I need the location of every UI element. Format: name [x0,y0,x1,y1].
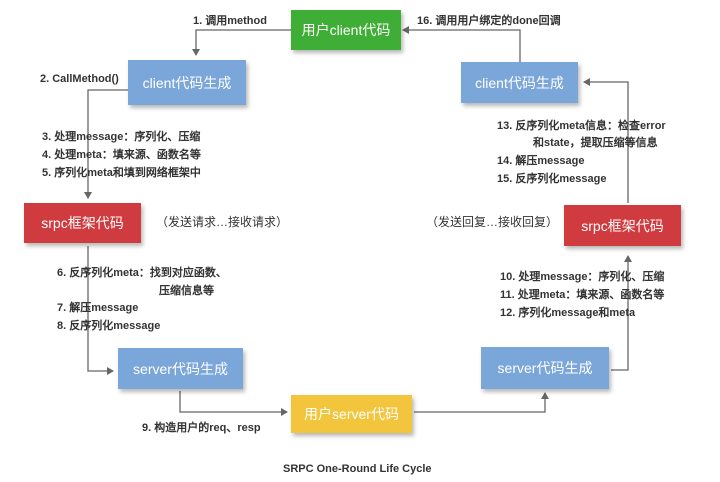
arrow-step-16 [402,26,521,62]
server-gen-left-label: server代码生成 [133,360,228,377]
arrow-step-10 [414,392,549,413]
right-note: （发送回复…接收回复） [426,215,559,229]
user-server-label: 用户server代码 [304,406,399,422]
arrow-step-14 [583,78,629,203]
srpc-left-node: srpc框架代码 [24,203,141,243]
step-6-label-cont: 压缩信息等 [159,285,214,297]
client-gen-right-node: client代码生成 [461,62,578,103]
step-1-label: 1. 调用method [193,15,267,27]
step-8-label: 8. 反序列化message [57,320,161,332]
user-server-node: 用户server代码 [291,395,412,433]
diagram-caption: SRPC One-Round Life Cycle [283,463,432,475]
client-gen-right-label: client代码生成 [475,74,564,91]
user-client-node: 用户client代码 [291,10,401,50]
step-3-label: 3. 处理message：序列化、压缩 [42,131,201,143]
server-gen-left-node: server代码生成 [118,348,243,389]
step-2-label: 2. CallMethod() [40,73,119,85]
srpc-right-label: srpc框架代码 [581,217,664,234]
srpc-right-node: srpc框架代码 [564,205,681,246]
srpc-left-label: srpc框架代码 [41,215,124,231]
step-13-label: 13. 反序列化meta信息：检查error [497,120,666,132]
step-15-label: 15. 反序列化message [497,173,607,185]
left-note: （发送请求…接收请求） [156,215,289,229]
step-4-label: 4. 处理meta：填来源、函数名等 [42,149,201,161]
arrow-step-9 [179,391,288,416]
client-gen-left-node: client代码生成 [128,60,246,105]
client-gen-left-label: client代码生成 [142,74,232,91]
arrow-step-1 [192,29,291,56]
arrow-step-6 [87,246,114,375]
step-11-label: 11. 处理meta：填来源、函数名等 [500,289,665,301]
step-7-label: 7. 解压message [57,302,139,314]
step-5-label: 5. 序列化meta和填到网络框架中 [42,167,201,179]
step-10-label: 10. 处理message：序列化、压缩 [500,271,665,283]
step-9-label: 9. 构造用户的req、resp [142,422,261,434]
arrow-step-2 [84,89,128,199]
user-client-label: 用户client代码 [301,22,391,38]
step-13-label-cont: 和state，提取压缩等信息 [533,137,658,149]
arrow-step-13 [611,255,632,371]
server-gen-right-node: server代码生成 [481,347,609,389]
step-14-label: 14. 解压message [497,155,585,167]
step-16-label: 16. 调用用户绑定的done回调 [417,15,561,27]
server-gen-right-label: server代码生成 [497,360,593,376]
step-12-label: 12. 序列化message和meta [500,307,636,319]
step-6-label: 6. 反序列化meta：找到对应函数、 [57,267,227,279]
